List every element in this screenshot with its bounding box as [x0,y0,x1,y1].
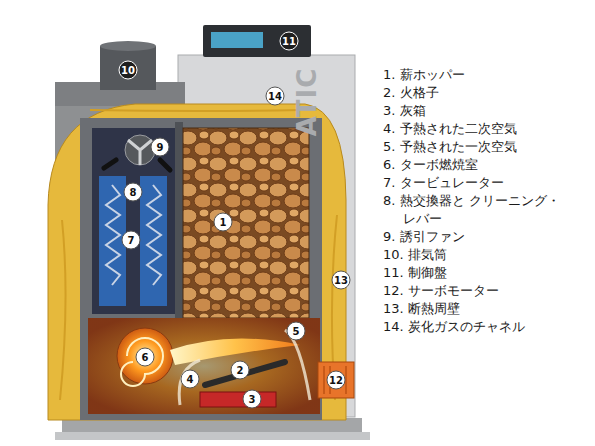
exchanger-tube [140,176,167,306]
callout-number: 11 [280,32,299,51]
servomotor-ribs [324,366,346,394]
part-list-item: 11. 制御盤 [383,264,583,282]
callout-number: 12 [327,371,346,390]
part-list-item: 9. 誘引ファン [383,228,583,246]
exhaust-pipe-top [100,41,156,51]
callout-number: 7 [122,231,141,250]
part-list-item: 10. 排気筒 [383,246,583,264]
swirl [121,338,163,386]
part-list-item: 5. 予熱された一次空気 [383,138,583,156]
turbulator [106,185,120,285]
part-list-item: 13. 断熱周壁 [383,300,583,318]
part-list-item: 8. 熱交換器と クリーニング・レバー [383,192,583,228]
part-list-item: 6. ターボ燃焼室 [383,156,583,174]
callout-number: 1 [214,213,233,232]
callout-number: 5 [287,322,306,341]
callout-number: 13 [332,271,351,290]
part-list-item: 2. 火格子 [383,84,583,102]
callout-number: 3 [243,390,262,409]
callout-number: 9 [151,138,170,157]
callout-number: 8 [124,183,143,202]
part-list-item: 7. タービュレーター [383,174,583,192]
firebox-glow [88,318,320,414]
steel-body [80,118,322,420]
callout-number: 10 [119,61,138,80]
firebox [88,318,320,414]
callout-number: 2 [231,361,250,380]
exhaust-pipe [100,46,156,90]
base-plate [55,432,370,440]
fan-blades [128,140,152,165]
part-list-item: 3. 灰箱 [383,102,583,120]
brand-name: ATIC [292,68,322,137]
exchanger-chamber [92,128,175,314]
callout-number: 6 [136,348,155,367]
gas-channel [175,122,183,318]
ash-box [200,392,276,407]
part-list-item: 14. 炭化ガスのチャネル [383,318,583,336]
callout-number: 4 [181,370,200,389]
part-list-item: 1. 薪ホッパー [383,66,583,84]
servomotor [318,362,354,398]
turbulator [147,185,161,285]
control-panel [203,25,311,57]
part-list-item: 12. サーボモーター [383,282,583,300]
wood-hopper [183,128,309,318]
control-screen [211,32,263,48]
part-list-item: 4. 予熱された二次空気 [383,120,583,138]
cleaning-lever [104,160,170,170]
insulation [48,104,346,420]
callout-number: 14 [266,87,285,106]
